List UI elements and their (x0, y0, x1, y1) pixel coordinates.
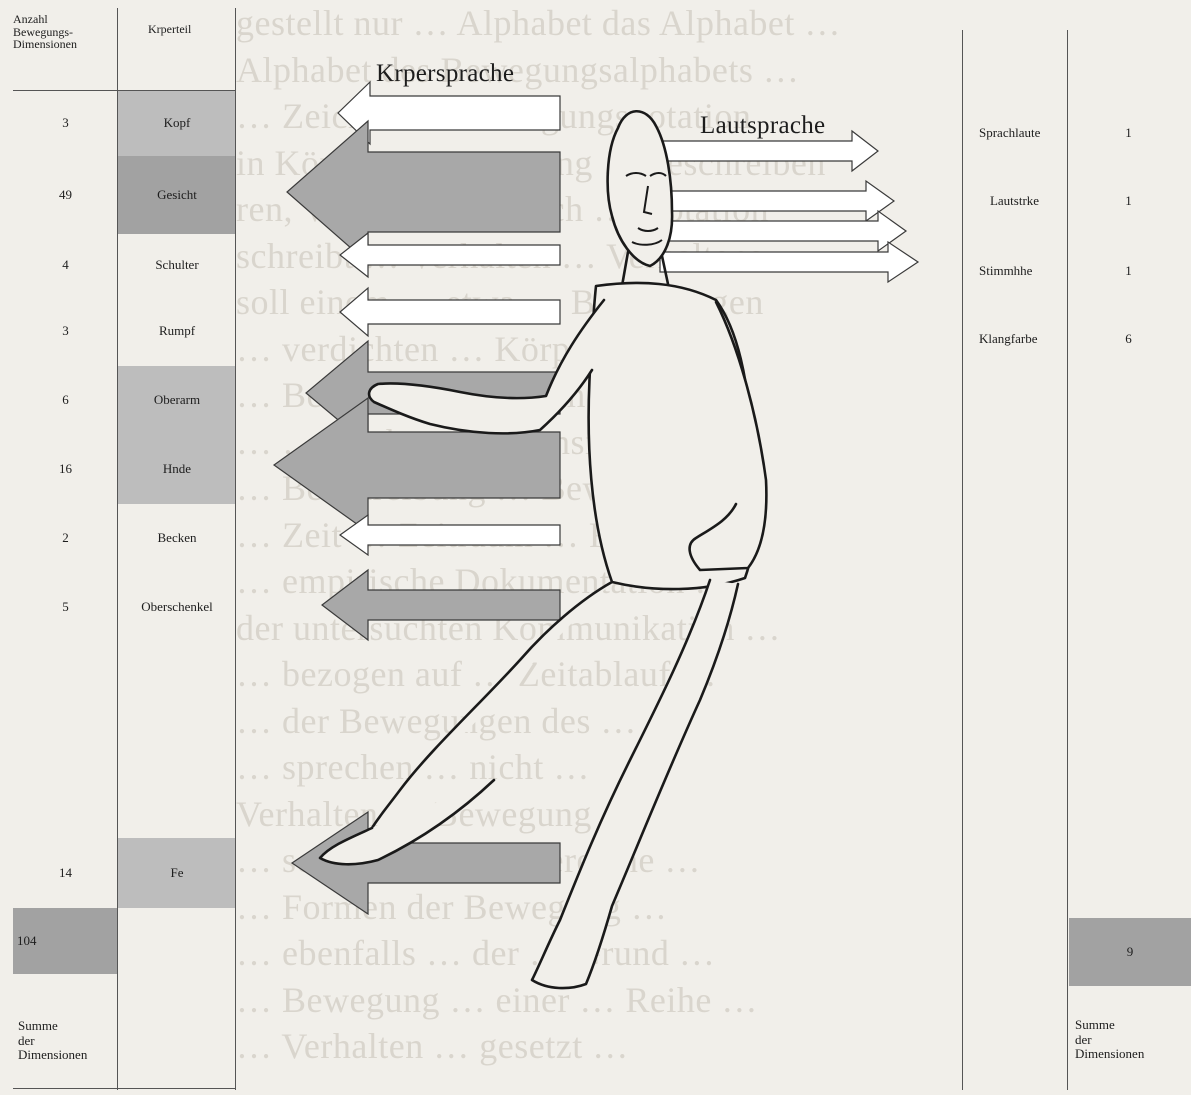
trunk-arrow (340, 288, 560, 336)
figure-crossed-leg (532, 580, 738, 988)
figure-head (608, 111, 672, 266)
shoulder-arrow (340, 233, 560, 277)
loudness-arrow (660, 181, 894, 221)
head-arrow (338, 82, 560, 144)
pelvis-arrow (340, 515, 560, 555)
face-arrow (287, 121, 560, 263)
thigh-arrow (322, 570, 560, 640)
speech-sounds-arrow (660, 131, 878, 171)
